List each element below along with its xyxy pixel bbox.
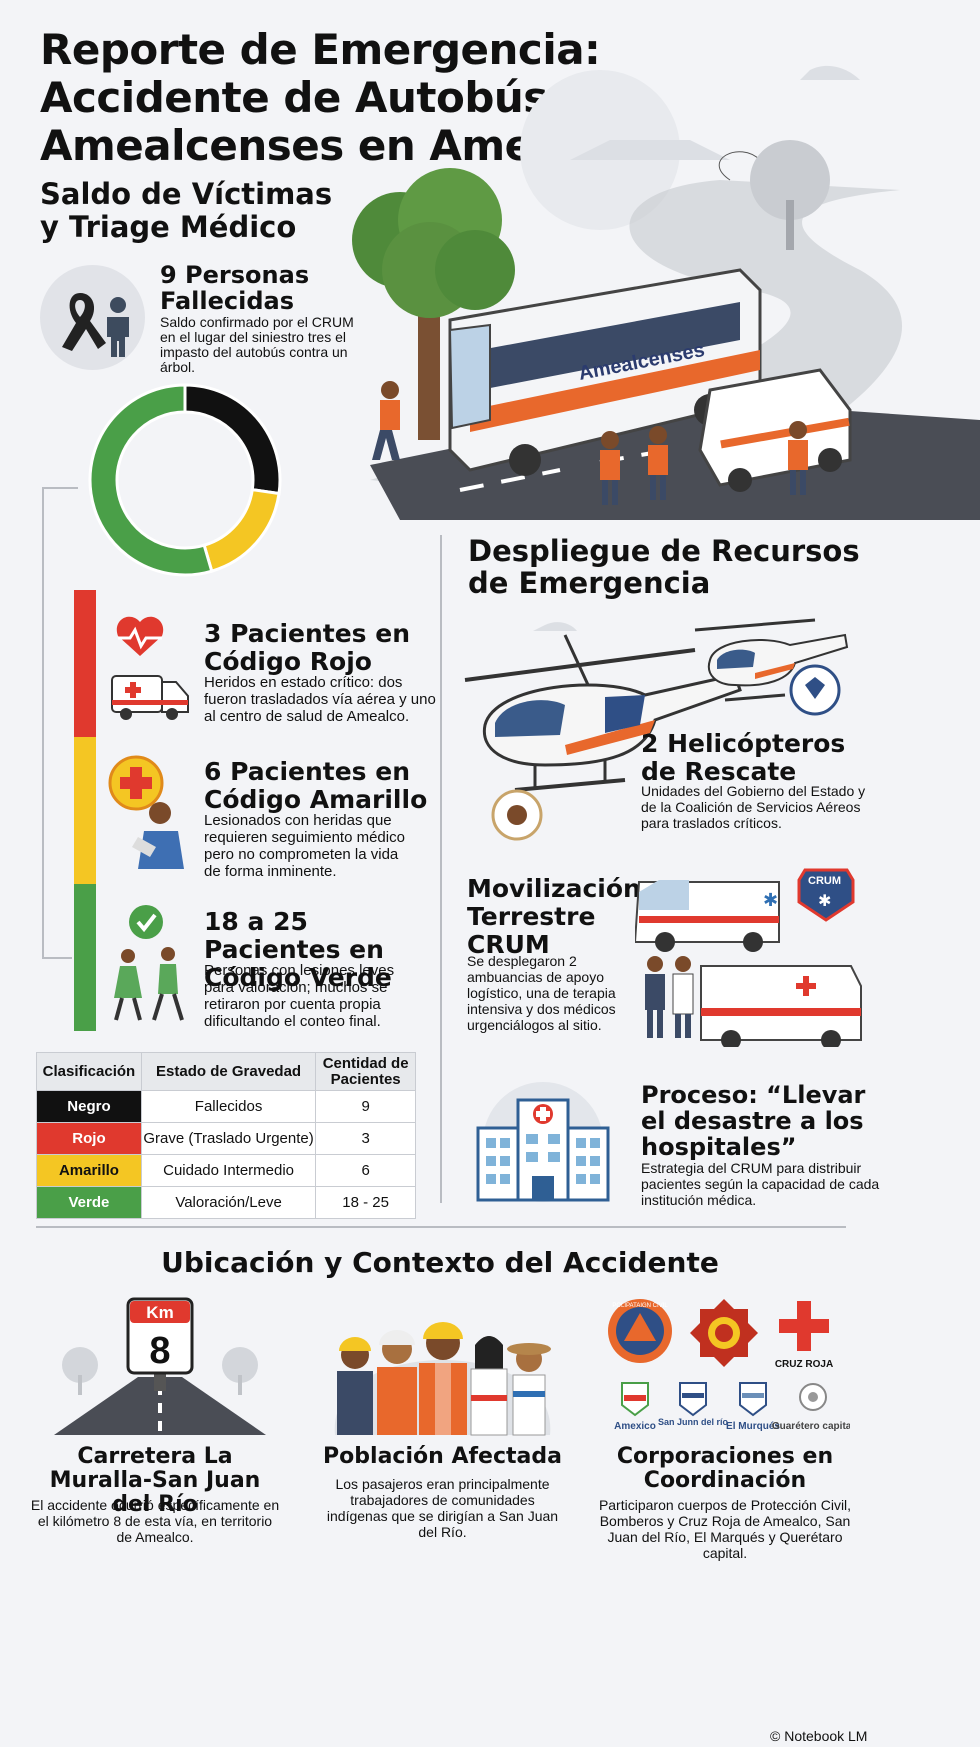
location-heading: Ubicación y Contexto del Accidente [161, 1246, 719, 1279]
resources-heading: Despliegue de Recursos de Emergencia [468, 534, 860, 600]
donut-segment-amarillo [202, 487, 281, 574]
classification-cell: Negro [36, 1090, 142, 1123]
process-text: Estrategia del CRUM para distribuir paci… [641, 1160, 880, 1208]
red-triage-bar [74, 590, 96, 737]
helicopter-icon [455, 605, 860, 845]
agency-logos: POLIPATAIGN CIVIL CRUZ ROJA Amexico San … [600, 1295, 854, 1440]
hospital-icon [468, 1080, 618, 1205]
km-road-icon: Km 8 [50, 1295, 270, 1440]
count-cell: 6 [315, 1154, 416, 1187]
first-aid-patient-icon [108, 755, 192, 870]
victims-heading: Saldo de Víctimas y Triage Médico [40, 177, 333, 244]
sjr-logo-text: San Junn del río [658, 1417, 729, 1427]
crum-title: Movilización Terrestre CRUM [467, 874, 641, 959]
severity-cell: Valoración/Leve [140, 1186, 317, 1219]
amealco-logo-text: Amexico [614, 1421, 656, 1432]
population-text: Los pasajeros eran principalmente trabaj… [326, 1476, 559, 1540]
mourning-ribbon-icon [40, 265, 145, 370]
corps-text: Participaron cuerpos de Protección Civil… [598, 1497, 852, 1561]
triage-donut-chart [88, 383, 282, 577]
walking-patients-icon [108, 902, 192, 1024]
road-title: Carretera La Muralla-San Juan del Río [49, 1444, 261, 1517]
svg-text:✱: ✱ [818, 891, 831, 910]
donut-segment-verde [88, 383, 214, 577]
bus-accident-illustration: Amealcenses [340, 40, 980, 520]
classification-cell: Verde [36, 1186, 142, 1219]
el-marques-logo-text: El Murqués [726, 1421, 780, 1432]
connector-line [42, 957, 72, 959]
corps-title: Corporaciones en Coordinación [616, 1444, 834, 1493]
yellow-code-title: 6 Pacientes en Código Amarillo [204, 757, 428, 814]
queretaro-logo-text: Guarétero capital [772, 1421, 850, 1432]
red-cross-logo-text: CRUZ ROJA [775, 1359, 833, 1370]
severity-cell: Cuidado Intermedio [140, 1154, 317, 1187]
section-divider [36, 1226, 846, 1228]
population-title: Población Afectada [323, 1444, 562, 1469]
classification-cell: Rojo [36, 1122, 142, 1155]
heli-title: 2 Helicópteros de Rescate [641, 729, 846, 786]
process-title: Proceso: “Llevar el desastre a los hospi… [641, 1081, 866, 1161]
crum-badge-text: CRUM [808, 875, 841, 887]
yellow-triage-bar [74, 737, 96, 884]
severity-cell: Fallecidos [140, 1090, 317, 1123]
green-triage-bar [74, 884, 96, 1031]
column-divider [440, 535, 442, 1203]
deaths-title: 9 Personas Fallecidas [160, 261, 310, 315]
km-value: 8 [149, 1330, 170, 1372]
heart-ambulance-icon [108, 612, 192, 722]
green-code-text: Personas con lesiones leves para valorac… [204, 962, 395, 1030]
table-header: Estado de Gravedad [140, 1052, 317, 1091]
civil-protection-logo-text: POLIPATAIGN CIVIL [612, 1303, 668, 1309]
yellow-code-text: Lesionados con heridas que requieren seg… [204, 812, 405, 880]
count-cell: 18 - 25 [315, 1186, 416, 1219]
deaths-text: Saldo confirmado por el CRUM en el lugar… [160, 314, 354, 375]
road-text: El accidente ocurrió específicamente en … [30, 1497, 280, 1545]
red-code-title: 3 Pacientes en Código Rojo [204, 619, 411, 676]
km-label: Km [146, 1303, 173, 1322]
crum-text: Se desplegaron 2 ambuancias de apoyo log… [467, 953, 616, 1033]
classification-cell: Amarillo [36, 1154, 142, 1187]
severity-cell: Grave (Traslado Urgente) [140, 1122, 317, 1155]
red-code-text: Heridos en estado crítico: dos fueron tr… [204, 674, 436, 725]
table-header: Clasificación [36, 1052, 142, 1091]
footer-credit: © Notebook LM [770, 1728, 868, 1744]
donut-segment-negro [183, 383, 282, 496]
triage-table: Clasificación Estado de Gravedad Centida… [36, 1052, 416, 1219]
workers-group-icon [315, 1295, 570, 1440]
connector-line [42, 487, 78, 489]
green-code-title: 18 a 25 Pacientes en Código Verde [204, 907, 392, 992]
ambulance-icon: ✱ CRUM ✱ [633, 862, 865, 1050]
count-cell: 3 [315, 1122, 416, 1155]
table-header: Centidad de Pacientes [315, 1052, 416, 1091]
svg-text:✱: ✱ [763, 890, 778, 911]
heli-text: Unidades del Gobierno del Estado y de la… [641, 783, 866, 831]
connector-line [42, 487, 44, 957]
count-cell: 9 [315, 1090, 416, 1123]
